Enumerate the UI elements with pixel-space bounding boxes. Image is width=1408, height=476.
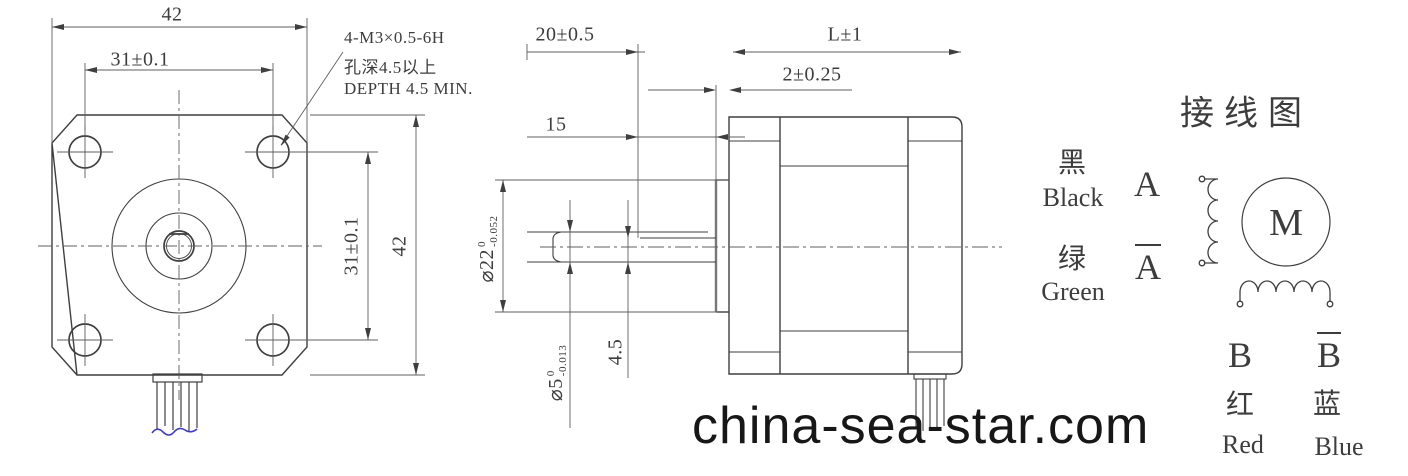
terminal-b-bar-dot (1326, 300, 1334, 308)
terminal-a-dot (1198, 175, 1206, 183)
dimension-arrowheads (52, 24, 961, 375)
terminal-b-label: B (1227, 335, 1253, 375)
motor-circle (1241, 177, 1331, 267)
front-view-wires (151, 373, 203, 436)
terminal-a-bar-label: A (1135, 244, 1161, 288)
lead-a-bar-color-en: Green (1041, 277, 1105, 306)
wiring-schematic (1198, 175, 1334, 308)
lead-b-color-cn: 红 (1225, 390, 1255, 421)
coil-a (1204, 178, 1219, 264)
lead-b-bar-color-cn: 蓝 (1312, 389, 1342, 420)
note-depth-en: DEPTH 4.5 MIN. (344, 79, 473, 98)
lead-b-color-en: Red (1222, 430, 1264, 459)
note-depth-cn: 孔深4.5以上 (344, 58, 437, 77)
shaft-dia-tolerance: 0-0.013 (545, 344, 570, 377)
boss-dia-value: ⌀22 (475, 248, 498, 283)
motor-label: M (1269, 202, 1303, 244)
lead-b-bar-color-en: Blue (1314, 432, 1364, 461)
dim-shaft-length: 20±0.5 (535, 23, 595, 46)
dim-flat-length: 15 (545, 113, 567, 136)
terminal-b-bar-label: B (1316, 332, 1342, 376)
lead-a-color-cn: 黑 (1057, 148, 1087, 179)
dim-flat-height: 4.5 (604, 338, 627, 366)
lead-a-bar-color-cn: 绿 (1057, 244, 1087, 275)
wiring-diagram-title: 接线图 (1180, 95, 1312, 133)
dim-front-height: 42 (388, 235, 411, 257)
dim-body-length: L±1 (827, 23, 863, 46)
boss-dia-tolerance: 0-0.052 (476, 215, 501, 247)
coil-b (1239, 280, 1331, 302)
terminal-b-dot (1236, 300, 1244, 308)
site-watermark: china-sea-star.com (692, 397, 1150, 455)
note-thread-spec: 4-M3×0.5-6H (344, 28, 445, 47)
side-view-body (527, 116, 963, 431)
dim-front-width: 42 (161, 3, 183, 26)
dim-front-bolt-spacing-v: 31±0.1 (340, 216, 363, 276)
shaft-dia-value: ⌀5 (544, 378, 567, 402)
terminal-a-bar-dot (1198, 259, 1206, 267)
front-view-outline (51, 114, 308, 376)
side-view-dimension-lines (495, 44, 1002, 428)
terminal-a-label: A (1134, 164, 1160, 204)
wire-cut-blue (151, 427, 198, 436)
dim-front-bolt-spacing-h: 31±0.1 (110, 48, 170, 71)
dim-pilot-depth: 2±0.25 (782, 63, 842, 86)
lead-a-color-en: Black (1042, 183, 1104, 212)
front-view-dimension-lines (51, 18, 425, 376)
